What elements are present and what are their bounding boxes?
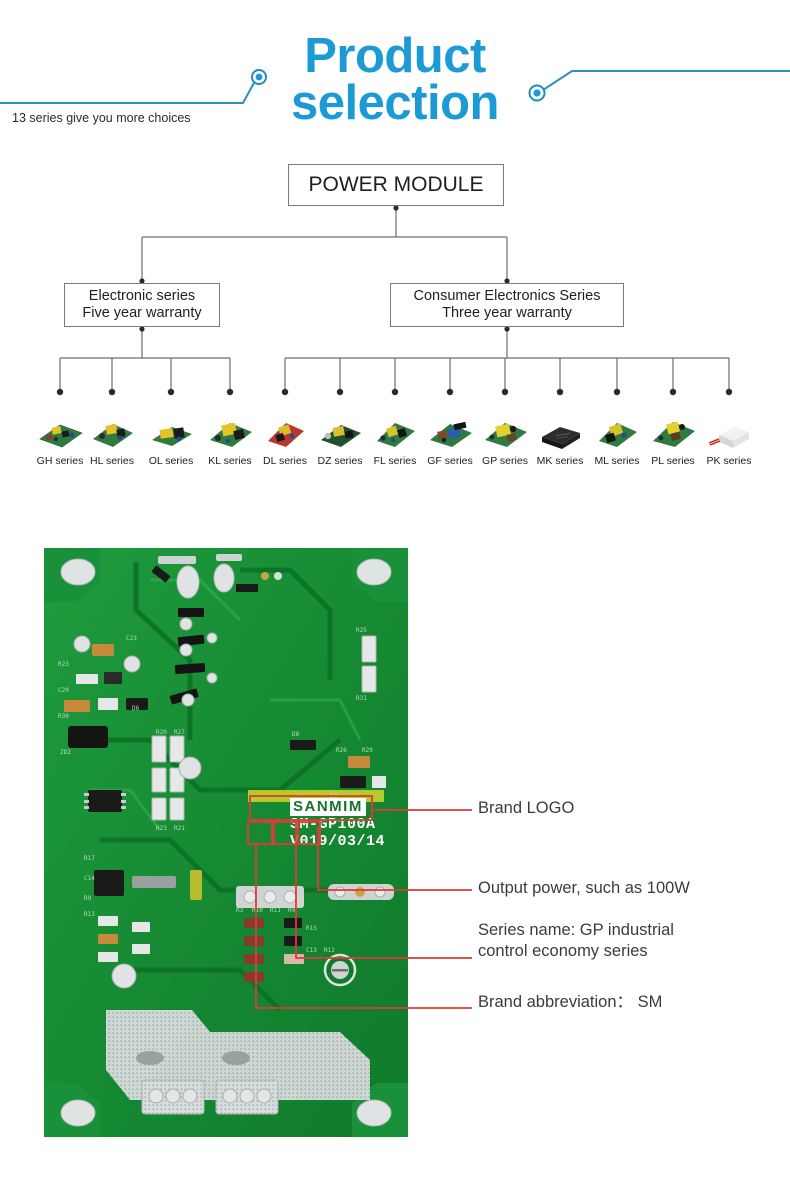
product-label-kl: KL series — [208, 455, 252, 467]
svg-text:R21: R21 — [174, 825, 185, 832]
callout-brand-logo: Brand LOGO — [478, 799, 575, 817]
svg-text:D8: D8 — [292, 731, 300, 738]
tree-node-power-module-label: POWER MODULE — [308, 172, 484, 196]
svg-text:R17: R17 — [84, 855, 95, 862]
callout-series-name: Series name: GP industrial control econo… — [478, 921, 674, 961]
green-board-icon — [430, 421, 472, 447]
tree-node-consumer-electronics-series[interactable]: Consumer Electronics Series Three year w… — [390, 283, 624, 327]
green-board-icon — [39, 424, 83, 448]
svg-text:C23: C23 — [126, 635, 137, 642]
product-thumb-mk[interactable] — [532, 393, 588, 451]
product-thumb-dl[interactable] — [257, 393, 313, 451]
product-tree-diagram: POWER MODULE Electronic series Five year… — [0, 150, 790, 480]
svg-text:R25: R25 — [356, 627, 367, 634]
tree-connectors — [56, 205, 733, 396]
product-label-pl: PL series — [651, 455, 695, 467]
page-title-line1: Product — [304, 29, 486, 83]
product-thumb-ol[interactable] — [143, 393, 199, 451]
product-label-pk: PK series — [706, 455, 752, 467]
tree-node-electronic-series[interactable]: Electronic series Five year warranty — [64, 283, 220, 327]
svg-text:R23: R23 — [58, 661, 69, 668]
black-brick-icon — [542, 427, 580, 449]
dark-board-icon — [321, 425, 361, 447]
electronic-series-line2: Five year warranty — [82, 305, 202, 321]
product-thumb-dz[interactable] — [312, 393, 368, 451]
product-label-dz: DZ series — [317, 455, 363, 467]
product-thumb-pk[interactable] — [701, 393, 757, 451]
product-label-ml: ML series — [594, 455, 640, 467]
svg-text:D6: D6 — [132, 705, 140, 712]
svg-text:R13: R13 — [84, 911, 95, 918]
svg-text:+V/O: +V/O — [126, 1083, 141, 1090]
product-thumb-fl[interactable] — [367, 393, 423, 451]
callout-output-power: Output power, such as 100W — [478, 879, 690, 897]
svg-text:C20: C20 — [58, 687, 69, 694]
svg-text:R3: R3 — [236, 907, 244, 914]
product-label-hl: HL series — [90, 455, 134, 467]
white-box-icon — [708, 427, 749, 448]
product-label-gh: GH series — [36, 455, 84, 467]
tree-node-consumer-electronics-series-label: Consumer Electronics Series Three year w… — [414, 288, 601, 322]
green-board-icon — [210, 422, 252, 447]
green-board-icon — [377, 423, 415, 447]
page-title-line2: selection — [291, 76, 499, 131]
svg-text:C14: C14 — [84, 875, 95, 882]
green-board-icon — [152, 427, 192, 446]
product-label-gp: GP series — [482, 455, 528, 467]
svg-text:GST: GST — [286, 1095, 297, 1102]
svg-text:R27: R27 — [174, 729, 185, 736]
tree-node-power-module[interactable]: POWER MODULE — [288, 164, 504, 206]
red-board-icon — [268, 423, 304, 447]
electronic-series-line1: Electronic series — [88, 287, 196, 304]
page-title: Product selection — [240, 32, 550, 131]
svg-text:R20: R20 — [156, 729, 167, 736]
page-subtitle: 13 series give you more choices — [12, 111, 191, 125]
svg-text:R26: R26 — [336, 747, 347, 754]
product-thumb-hl[interactable] — [84, 393, 140, 451]
consumer-series-line1: Consumer Electronics Series — [413, 287, 601, 304]
consumer-series-line2: Three year warranty — [442, 305, 572, 321]
product-label-ol: OL series — [148, 455, 194, 467]
product-label-dl: DL series — [263, 455, 307, 467]
product-thumb-kl[interactable] — [202, 393, 258, 451]
product-label-mk: MK series — [536, 455, 584, 467]
svg-text:R9: R9 — [84, 895, 92, 902]
svg-text:ZD2: ZD2 — [60, 749, 71, 756]
product-label-fl: FL series — [373, 455, 417, 467]
green-board-icon — [653, 421, 695, 447]
product-thumb-ml[interactable] — [589, 393, 645, 451]
svg-text:R30: R30 — [58, 713, 69, 720]
callout-annotations: Brand LOGO Output power, such as 100W Se… — [0, 540, 790, 1145]
callout-brand-abbreviation: Brand abbreviation： SM — [478, 993, 663, 1011]
green-board-icon — [93, 424, 133, 447]
svg-text:R29: R29 — [362, 747, 373, 754]
header-band: Product selection 13 series give you mor… — [0, 0, 790, 150]
green-board-icon — [485, 423, 527, 447]
green-board-icon — [599, 423, 637, 447]
product-thumb-gp[interactable] — [477, 393, 533, 451]
callout-leader-lines — [247, 795, 472, 1009]
tree-node-electronic-series-label: Electronic series Five year warranty — [82, 288, 201, 322]
svg-text:R31: R31 — [356, 695, 367, 702]
product-thumb-gh[interactable] — [32, 393, 88, 451]
product-label-gf: GF series — [427, 455, 473, 467]
product-thumb-pl[interactable] — [645, 393, 701, 451]
product-thumb-gf[interactable] — [422, 393, 478, 451]
svg-text:R23: R23 — [156, 825, 167, 832]
